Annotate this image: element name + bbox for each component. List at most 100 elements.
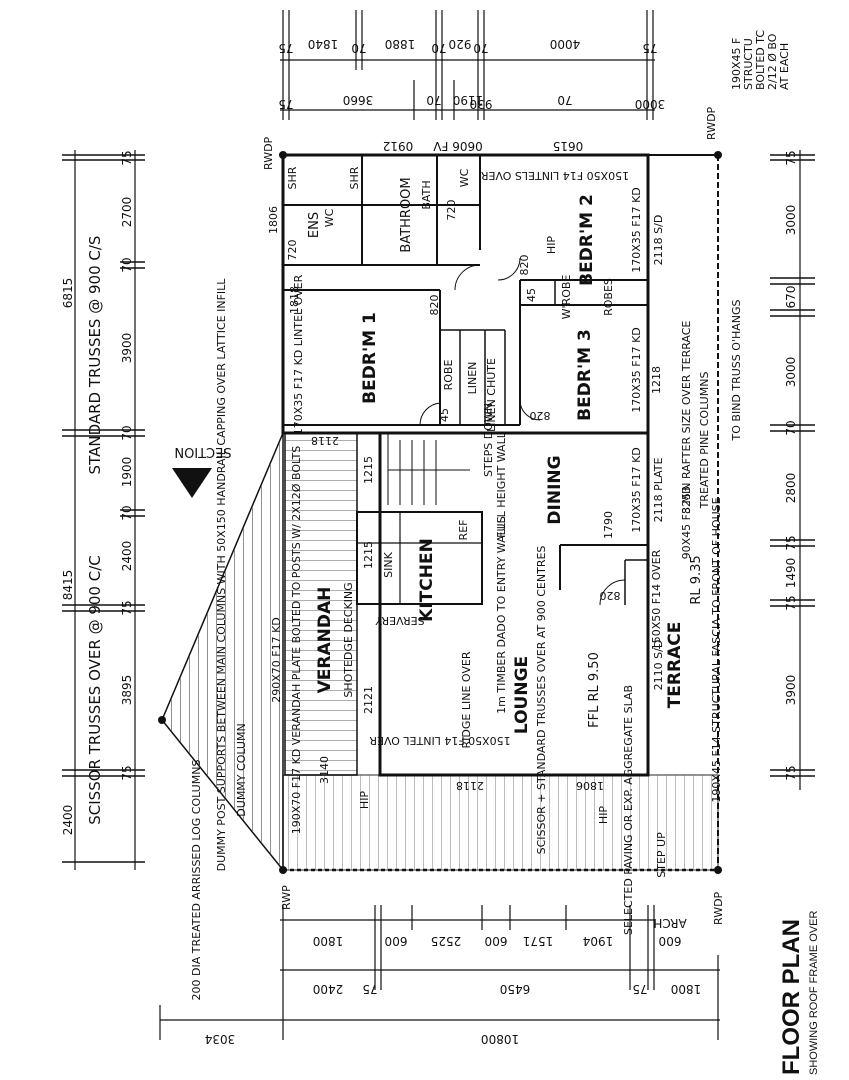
svg-text:820: 820 — [518, 255, 531, 276]
dim-top-inner-70: 930 — [470, 97, 493, 111]
svg-text:2110 S/D: 2110 S/D — [652, 640, 665, 691]
svg-text:75: 75 — [784, 765, 798, 780]
svg-text:1806: 1806 — [267, 206, 280, 234]
svg-text:75: 75 — [632, 982, 647, 996]
svg-text:SELECTED PAVING OR EXP. AGGREG: SELECTED PAVING OR EXP. AGGREGATE SLAB — [622, 685, 635, 935]
svg-text:2400: 2400 — [120, 541, 134, 572]
svg-text:2400: 2400 — [61, 805, 75, 836]
svg-text:0606 FV: 0606 FV — [432, 139, 482, 153]
svg-text:ROBES: ROBES — [602, 278, 615, 316]
svg-text:1215: 1215 — [362, 456, 375, 484]
svg-text:70: 70 — [784, 420, 798, 435]
svg-text:3000: 3000 — [784, 205, 798, 236]
svg-text:2700: 2700 — [120, 197, 134, 228]
svg-text:1m TIMBER DADO TO ENTRY WALLS: 1m TIMBER DADO TO ENTRY WALLS — [495, 516, 508, 714]
svg-text:WC: WC — [458, 168, 471, 187]
svg-text:200 DIA TREATED ARRISSED LOG C: 200 DIA TREATED ARRISSED LOG COLUMNS — [190, 760, 203, 1001]
svg-text:2118 S/D: 2118 S/D — [652, 215, 665, 266]
right-dimension-string: 75 3000 670 3000 70 2800 75 1490 75 3900… — [770, 150, 815, 790]
room-lounge: LOUNGE — [512, 656, 532, 734]
dim-top-4000: 4000 — [550, 37, 581, 51]
opening-codes: 1806 1818 1218 2118 S/D 2118 PLATE 3253 … — [267, 200, 693, 793]
dim-top-inner-75a: 75 — [278, 97, 293, 111]
svg-text:75: 75 — [784, 535, 798, 550]
svg-text:WC: WC — [323, 208, 336, 227]
svg-text:STEP UP: STEP UP — [655, 832, 668, 878]
verandah — [158, 151, 722, 874]
svg-text:RWDP: RWDP — [705, 106, 718, 140]
svg-text:70: 70 — [120, 425, 134, 440]
dim-top-1840: 1840 — [308, 37, 339, 51]
svg-text:720: 720 — [286, 240, 299, 261]
svg-text:BATH: BATH — [420, 180, 433, 209]
svg-text:45: 45 — [438, 408, 451, 422]
dim-left-6815: 6815 — [61, 278, 75, 309]
svg-text:600: 600 — [485, 934, 508, 948]
svg-text:2400: 2400 — [313, 982, 344, 996]
room-bedroom3: BEDR'M 3 — [575, 329, 595, 421]
dim-top-1880: 1880 — [385, 37, 416, 51]
svg-text:STRUCTU: STRUCTU — [742, 38, 755, 90]
dim-top-3000: 70 — [557, 93, 572, 107]
dim-top-70b: 70 — [431, 41, 446, 55]
svg-text:600: 600 — [659, 934, 682, 948]
arch-tag: ARCH — [653, 916, 686, 930]
svg-text:TREATED PINE COLUMNS: TREATED PINE COLUMNS — [698, 372, 711, 510]
room-dining: DINING — [545, 455, 565, 524]
svg-text:FULL HEIGHT WALL: FULL HEIGHT WALL — [495, 431, 508, 538]
dim-top-1190: 70 — [426, 93, 441, 107]
svg-text:2525: 2525 — [431, 934, 462, 948]
svg-text:AT EACH: AT EACH — [778, 43, 791, 90]
svg-text:170X35 F17 KD: 170X35 F17 KD — [630, 327, 643, 413]
svg-text:170X35 F17 KD LINTEL OVER: 170X35 F17 KD LINTEL OVER — [292, 274, 305, 435]
svg-text:170X35 F17 KD: 170X35 F17 KD — [630, 447, 643, 533]
svg-text:SHOTEDGE DECKING: SHOTEDGE DECKING — [342, 582, 355, 697]
room-ens: ENS — [307, 212, 322, 238]
svg-text:150X50 F14 LINTEL OVER: 150X50 F14 LINTEL OVER — [369, 734, 511, 747]
svg-text:TO BIND TRUSS O'HANGS: TO BIND TRUSS O'HANGS — [730, 300, 743, 442]
svg-text:LINEN: LINEN — [466, 362, 479, 395]
room-kitchen: KITCHEN — [417, 538, 437, 622]
svg-text:2121: 2121 — [362, 686, 375, 714]
svg-text:1818: 1818 — [288, 286, 301, 314]
svg-text:150X50 F14 LINTELS OVER: 150X50 F14 LINTELS OVER — [480, 169, 629, 182]
svg-text:0912: 0912 — [383, 139, 414, 153]
dim-3034: 3034 — [205, 1032, 236, 1046]
svg-text:SHR: SHR — [348, 166, 361, 189]
svg-text:RWP: RWP — [280, 885, 293, 910]
dim-total-10800: 10800 — [481, 1032, 519, 1046]
room-verandah: VERANDAH — [315, 587, 335, 694]
svg-text:3900: 3900 — [120, 333, 134, 364]
svg-text:75: 75 — [120, 600, 134, 615]
room-bathroom: BATHROOM — [399, 177, 414, 252]
dim-top-930: 1190 — [453, 93, 484, 107]
svg-text:2118 PLATE: 2118 PLATE — [652, 458, 665, 523]
svg-text:670: 670 — [784, 286, 798, 309]
svg-text:290X70 F17 KD: 290X70 F17 KD — [270, 617, 283, 703]
dim-top-920: 920 — [449, 37, 472, 51]
svg-text:SHR: SHR — [286, 166, 299, 189]
svg-text:SERVERY: SERVERY — [375, 614, 424, 627]
title-block: FLOOR PLAN SHOWING ROOF FRAME OVER — [778, 895, 838, 1075]
svg-text:2118: 2118 — [311, 434, 339, 447]
svg-text:1218: 1218 — [650, 366, 663, 394]
svg-text:600: 600 — [385, 934, 408, 948]
svg-text:75: 75 — [120, 765, 134, 780]
bottom-dimension-strings: 1800 600 2525 600 1571 1904 600 ARCH 240… — [159, 905, 720, 1046]
room-terrace: TERRACE — [665, 622, 685, 709]
svg-text:SCISSOR + STANDARD TRUSSES OVE: SCISSOR + STANDARD TRUSSES OVER AT 900 C… — [535, 546, 548, 855]
svg-text:STEPS DOWN: STEPS DOWN — [482, 403, 495, 477]
dim-top-3660: 3660 — [343, 93, 374, 107]
svg-text:3000: 3000 — [784, 357, 798, 388]
scissor-trusses-note: SCISSOR TRUSSES OVER @ 900 C/C — [86, 555, 104, 824]
svg-text:70: 70 — [120, 505, 134, 520]
stairs — [387, 433, 470, 505]
svg-text:1790: 1790 — [602, 511, 615, 539]
dim-top-inner-75b: 3000 — [635, 97, 666, 111]
svg-text:2/12 Ø BO: 2/12 Ø BO — [766, 33, 779, 90]
svg-text:DUMMY POST SUPPORTS BETWEEN MA: DUMMY POST SUPPORTS BETWEEN MAIN COLUMNS… — [215, 278, 228, 872]
svg-text:3900: 3900 — [784, 675, 798, 706]
svg-text:W'ROBE: W'ROBE — [560, 275, 573, 320]
ffl-level: FFL RL 9.50 — [587, 652, 602, 728]
